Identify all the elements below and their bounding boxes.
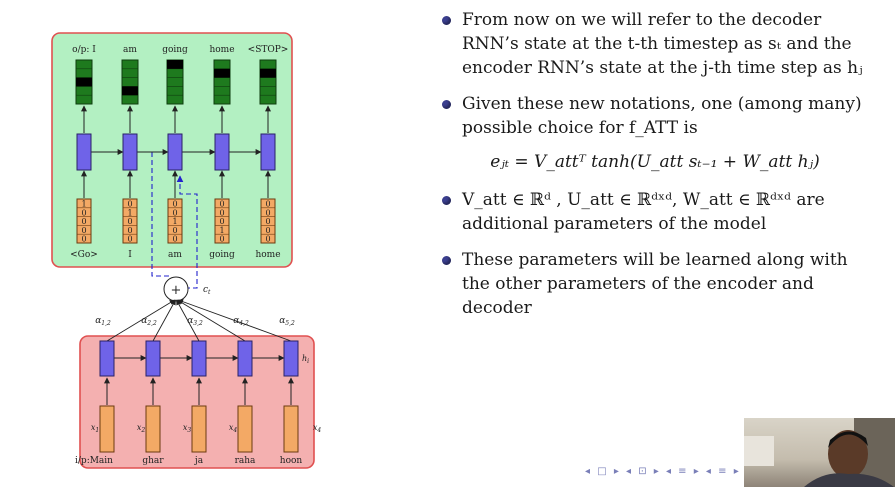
attention-weight-arrow — [177, 299, 292, 342]
encoder-input-cell — [191, 405, 207, 453]
output-label: o/p: I — [72, 45, 96, 55]
output-active-cell — [122, 86, 138, 96]
decoder-input-label: going — [209, 250, 235, 260]
output-vector — [121, 59, 139, 105]
one-hot-digit: 0 — [172, 208, 177, 217]
slide-navigation[interactable]: ◂ □ ▸ ◂ ⊡ ▸ ◂ ≡ ▸ ◂ ≡ ▸ ≡ ∽ — [585, 466, 772, 477]
x-label: x4 — [313, 423, 322, 434]
attention-weight-arrow — [106, 299, 176, 342]
one-hot-digit: 0 — [219, 235, 224, 244]
one-hot-digit: 0 — [265, 235, 270, 244]
output-label: home — [209, 45, 234, 55]
webcam-overlay — [744, 418, 895, 487]
one-hot-digit: 0 — [172, 235, 177, 244]
x-label: x2 — [137, 423, 146, 434]
one-hot-digit: 0 — [219, 208, 224, 217]
output-active-cell — [214, 68, 230, 78]
decoder-rnn-cell — [76, 133, 92, 171]
encoder-rnn-cell — [191, 340, 207, 377]
attention-diagram: + ct o/p: I10000<Go>am01000Igoing00100am… — [51, 32, 322, 469]
one-hot-digit: 0 — [219, 217, 224, 226]
decoder-input-label: home — [255, 250, 280, 260]
encoder-rnn-cell — [237, 340, 253, 377]
alpha-label: α2,2 — [141, 316, 157, 327]
bullet-2: Given these new notations, one (among ma… — [440, 92, 870, 140]
one-hot-digit: 0 — [127, 235, 132, 244]
alpha-label: α1,2 — [95, 316, 111, 327]
one-hot-digit: 1 — [81, 200, 86, 209]
context-dashed-line-2 — [176, 175, 198, 289]
one-hot-digit: 0 — [265, 200, 270, 209]
one-hot-digit: 0 — [81, 235, 86, 244]
encoder-input-label: i/p:Main — [75, 456, 113, 466]
encoder-rnn-cell — [145, 340, 161, 377]
attention-weight-arrow — [152, 299, 176, 342]
one-hot-digit: 0 — [81, 226, 86, 235]
hidden-state-label: hi — [302, 354, 309, 365]
context-label: ct — [203, 285, 211, 296]
encoder-input-label: ja — [194, 456, 204, 466]
encoder-input-label: raha — [235, 456, 256, 466]
encoder-input-label: hoon — [280, 456, 303, 466]
one-hot-digit: 1 — [127, 208, 132, 217]
output-label: am — [123, 45, 137, 55]
bullet-3: V_att ∈ ℝᵈ , U_att ∈ ℝᵈˣᵈ, W_att ∈ ℝᵈˣᵈ … — [440, 188, 870, 236]
encoder-input-cell — [145, 405, 161, 453]
decoder-rnn-cell — [260, 133, 276, 171]
sum-node — [163, 276, 189, 302]
output-active-cell — [76, 77, 92, 87]
alpha-label: α3,2 — [187, 316, 203, 327]
output-vector — [259, 59, 277, 105]
encoder-input-cell — [283, 405, 299, 453]
one-hot-digit: 1 — [219, 226, 224, 235]
decoder-input-vector — [214, 198, 230, 244]
encoder-rnn-cell — [99, 340, 115, 377]
attention-equation: eⱼₜ = V_attᵀ tanh(U_att sₜ₋₁ + W_att hⱼ) — [490, 152, 820, 172]
one-hot-digit: 0 — [219, 200, 224, 209]
decoder-input-vector — [76, 198, 92, 244]
decoder-input-vector — [122, 198, 138, 244]
alpha-label: α5,2 — [279, 316, 295, 327]
decoder-rnn-cell — [122, 133, 138, 171]
one-hot-digit: 0 — [127, 200, 132, 209]
encoder-rnn-cell — [283, 340, 299, 377]
output-active-cell — [260, 68, 276, 78]
one-hot-digit: 0 — [265, 226, 270, 235]
alpha-label: α4,2 — [233, 316, 249, 327]
one-hot-digit: 0 — [172, 226, 177, 235]
decoder-rnn-cell — [167, 133, 183, 171]
sum-symbol: + — [171, 283, 182, 298]
one-hot-digit: 0 — [265, 217, 270, 226]
output-active-cell — [167, 60, 183, 69]
one-hot-digit: 0 — [265, 208, 270, 217]
bullet-1: From now on we will refer to the decoder… — [440, 8, 870, 80]
context-dashed-line — [151, 152, 170, 277]
one-hot-digit: 0 — [172, 200, 177, 209]
decoder-input-label: <Go> — [70, 250, 98, 260]
one-hot-digit: 0 — [127, 217, 132, 226]
decoder-input-label: I — [128, 250, 132, 260]
output-label: <STOP> — [248, 45, 289, 55]
decoder-rnn-cell — [214, 133, 230, 171]
bullet-4: These parameters will be learned along w… — [440, 248, 870, 320]
x-label: x3 — [183, 423, 192, 434]
encoder-input-cell — [99, 405, 115, 453]
one-hot-digit: 1 — [172, 217, 177, 226]
one-hot-digit: 0 — [127, 226, 132, 235]
bullet-list: From now on we will refer to the decoder… — [440, 8, 870, 332]
decoder-input-label: am — [168, 250, 182, 260]
output-label: going — [162, 45, 188, 55]
decoder-input-vector — [167, 198, 183, 244]
one-hot-digit: 0 — [81, 208, 86, 217]
encoder-input-cell — [237, 405, 253, 453]
output-vector — [213, 59, 231, 105]
one-hot-digit: 0 — [81, 217, 86, 226]
x-label: x4 — [229, 423, 238, 434]
encoder-panel — [79, 335, 315, 469]
x-label: x1 — [91, 423, 99, 434]
attention-weight-arrow — [176, 299, 246, 342]
encoder-input-label: ghar — [142, 456, 164, 466]
attention-weight-arrow — [176, 299, 200, 342]
decoder-input-vector — [260, 198, 276, 244]
